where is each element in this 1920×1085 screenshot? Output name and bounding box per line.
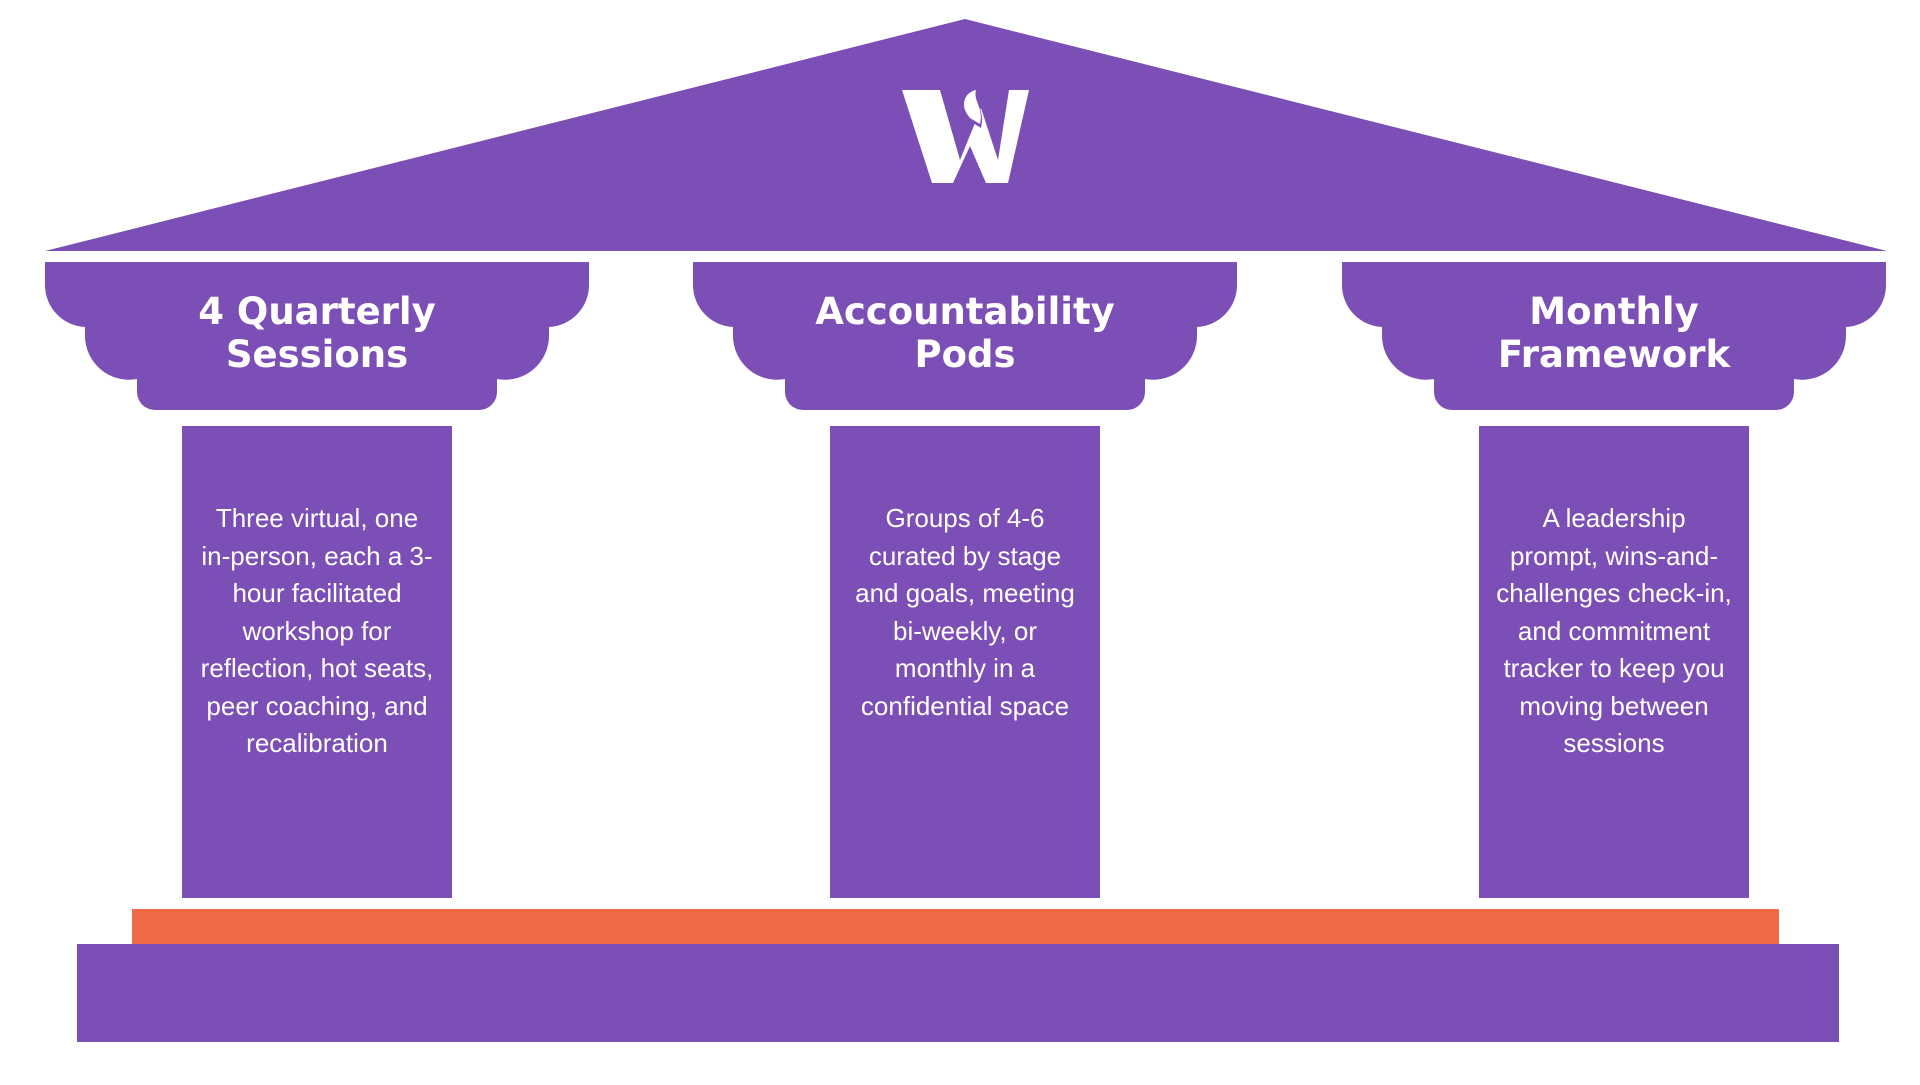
- w-flame-logo-icon: [902, 84, 1029, 183]
- pillar-title-1-line-2: Sessions: [225, 333, 409, 376]
- pillar-title-3-line-2: Framework: [1497, 333, 1731, 376]
- pillar-description-1: Three virtual, one in-person, each a 3-h…: [200, 503, 434, 758]
- pillar-capital-2: [693, 262, 1237, 410]
- pillar-title-1: 4 Quarterly Sessions: [97, 290, 537, 376]
- base-stripe: [132, 909, 1779, 944]
- pillar-capital-1: [44, 262, 590, 410]
- pillar-shaft-3: [1479, 426, 1749, 898]
- pillar-shaft-1: [182, 426, 452, 898]
- pillar-title-2-line-1: Accountability: [815, 290, 1115, 333]
- pillar-title-3: Monthly Framework: [1394, 290, 1834, 376]
- pillar-title-2: Accountability Pods: [745, 290, 1185, 376]
- pillar-title-3-line-1: Monthly: [1529, 290, 1699, 333]
- roof: [45, 19, 1887, 251]
- pillar-capital-3: [1342, 262, 1886, 410]
- pillar-title-1-line-1: 4 Quarterly: [198, 290, 436, 333]
- pillar-description-3: A leadership prompt, wins-and-challenges…: [1496, 503, 1732, 758]
- base-platform: [77, 944, 1839, 1042]
- pillar-shaft-2: [830, 426, 1100, 898]
- pillar-title-2-line-2: Pods: [914, 333, 1016, 376]
- pillar-description-2: Groups of 4-6 curated by stage and goals…: [855, 503, 1075, 721]
